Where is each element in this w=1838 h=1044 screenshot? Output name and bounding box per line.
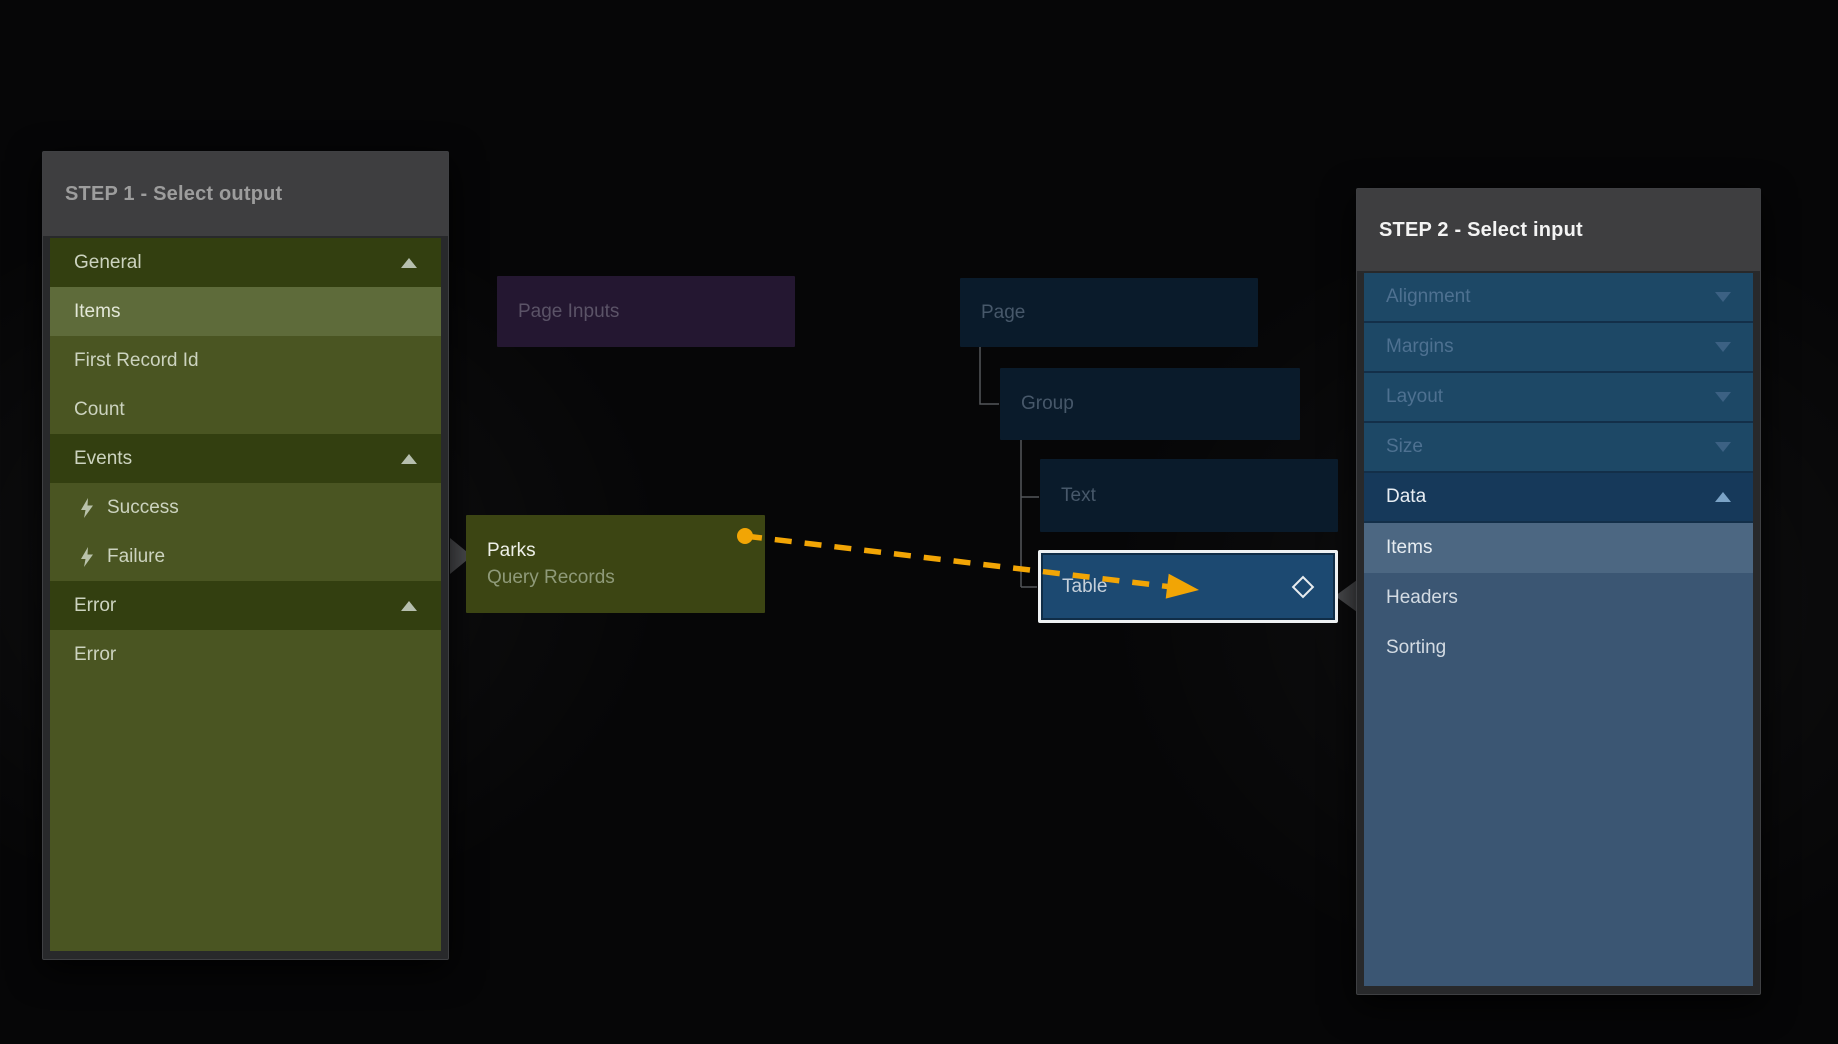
step2-item-headers[interactable]: Headers	[1364, 573, 1753, 623]
item-label: First Record Id	[74, 349, 199, 371]
node-label: Page	[981, 301, 1026, 323]
node-page[interactable]: Page	[960, 278, 1258, 347]
node-page-inputs[interactable]: Page Inputs	[497, 276, 795, 347]
item-label: Error	[74, 643, 117, 665]
node-group[interactable]: Group	[1000, 368, 1300, 440]
node-label: Page Inputs	[518, 300, 620, 322]
item-label: Count	[74, 398, 125, 420]
step1-item-error-section[interactable]: Error	[50, 581, 441, 630]
item-label: Margins	[1386, 336, 1454, 357]
node-label: Group	[1021, 393, 1074, 414]
item-label: General	[74, 251, 142, 273]
step1-title: STEP 1 - Select output	[65, 182, 283, 205]
item-label: Size	[1386, 436, 1423, 457]
chevron-down-icon	[1715, 392, 1731, 402]
node-title: Parks	[487, 540, 536, 561]
step1-panel: STEP 1 - Select output General Items Fir…	[42, 151, 449, 960]
connector-page-group	[979, 347, 999, 405]
step2-item-data[interactable]: Data	[1364, 473, 1753, 523]
item-label: Failure	[107, 545, 166, 567]
node-label: Text	[1061, 484, 1096, 506]
chevron-up-icon	[1715, 492, 1731, 502]
item-label: Headers	[1386, 587, 1458, 608]
step2-port-icon	[1335, 580, 1357, 612]
item-label: Data	[1386, 486, 1427, 507]
step1-item-items[interactable]: Items	[50, 287, 441, 336]
step2-item-margins[interactable]: Margins	[1364, 323, 1753, 373]
item-label: Layout	[1386, 386, 1444, 407]
chevron-up-icon	[401, 600, 417, 611]
step1-item-error[interactable]: Error	[50, 630, 441, 679]
step1-item-success[interactable]: Success	[50, 483, 441, 532]
step2-list: Alignment Margins Layout Size Data Items	[1364, 273, 1753, 986]
lightning-icon	[81, 546, 93, 567]
item-label: Alignment	[1386, 286, 1471, 307]
step2-item-alignment[interactable]: Alignment	[1364, 273, 1753, 323]
item-label: Items	[74, 300, 121, 322]
step1-header: STEP 1 - Select output	[43, 152, 448, 236]
item-label: Events	[74, 447, 133, 469]
lightning-icon	[81, 497, 93, 518]
item-label: Success	[107, 496, 179, 518]
step2-list-filler	[1364, 673, 1753, 986]
step1-list: General Items First Record Id Count Even…	[50, 238, 441, 951]
step1-item-failure[interactable]: Failure	[50, 532, 441, 581]
chevron-down-icon	[1715, 292, 1731, 302]
step1-item-events[interactable]: Events	[50, 434, 441, 483]
step2-item-items[interactable]: Items	[1364, 523, 1753, 573]
chevron-down-icon	[1715, 342, 1731, 352]
node-subtitle: Query Records	[487, 567, 615, 588]
step1-item-count[interactable]: Count	[50, 385, 441, 434]
node-label: Table	[1062, 575, 1108, 597]
item-label: Error	[74, 594, 117, 616]
step1-item-general[interactable]: General	[50, 238, 441, 287]
chevron-down-icon	[1715, 442, 1731, 452]
step2-title: STEP 2 - Select input	[1379, 218, 1583, 241]
item-label: Items	[1386, 537, 1433, 558]
node-table[interactable]: Table	[1038, 550, 1338, 623]
item-label: Sorting	[1386, 637, 1447, 658]
step1-list-filler	[50, 679, 441, 951]
step2-item-size[interactable]: Size	[1364, 423, 1753, 473]
chevron-up-icon	[401, 453, 417, 464]
step2-header: STEP 2 - Select input	[1357, 189, 1760, 271]
step2-item-layout[interactable]: Layout	[1364, 373, 1753, 423]
step1-item-first-record-id[interactable]: First Record Id	[50, 336, 441, 385]
node-parks[interactable]: Parks Query Records	[466, 515, 765, 613]
chevron-up-icon	[401, 257, 417, 268]
step2-item-sorting[interactable]: Sorting	[1364, 623, 1753, 673]
diamond-icon[interactable]	[1291, 575, 1315, 598]
step2-panel: STEP 2 - Select input Alignment Margins …	[1356, 188, 1761, 995]
node-text[interactable]: Text	[1040, 459, 1338, 532]
